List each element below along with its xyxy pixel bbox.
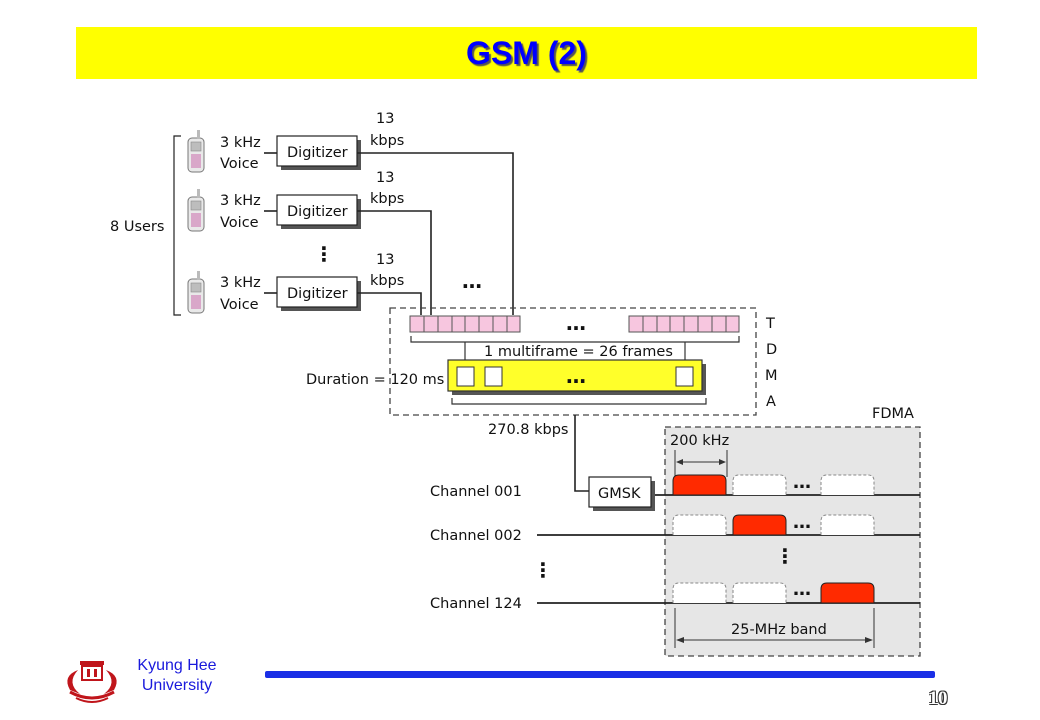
users-ellipsis: ⋮ [314,242,334,266]
frame-box [484,366,503,387]
digitizer-box [276,194,358,226]
channel-slot [820,474,875,495]
user-row: 3 kHz Voice Digitizer 13 kbps [187,170,432,315]
channel-label: Channel 001 [430,484,522,500]
phone-icon [187,129,205,173]
slot-group-left [409,315,521,333]
channel-slot [732,582,787,603]
channel-slot [732,474,787,495]
channel-slot [820,514,875,535]
phone-icon [187,188,205,232]
fdma-panel [664,426,921,657]
user-row: 3 kHz Voice Digitizer 13 kbps [187,252,422,315]
channels-ellipsis-left: ⋮ [533,558,553,582]
bandwidth-label: 200 kHz [670,433,729,449]
channel-slot [672,582,727,603]
digitizer-label: Digitizer [287,286,348,302]
channel-slot-active [732,514,787,536]
gmsk-box [588,476,652,508]
channel-ellipsis: … [793,472,811,493]
slot-group-right [628,315,740,333]
digitizer-label: Digitizer [287,204,348,220]
fdma-label: FDMA [872,406,914,422]
duration-label: Duration = 120 ms [306,372,444,388]
bit-rate-label: 270.8 kbps [488,422,568,438]
voice-frequency: 3 kHz [220,135,261,151]
tdma-output-line [574,415,589,492]
users-label: 8 Users [110,219,164,235]
frame-box [456,366,475,387]
voice-label: Voice [220,297,259,313]
channel-ellipsis: … [793,579,811,600]
phone-icon [187,270,205,314]
rate-unit: kbps [370,133,404,149]
band-label: 25-MHz band [731,622,827,638]
multiframe-label: 1 multiframe = 26 frames [484,344,673,360]
page-number: 10 [928,688,948,709]
rate-value: 13 [376,111,394,127]
university-logo [67,661,117,703]
slots-ellipsis: … [566,311,586,335]
users-bracket [173,135,181,316]
voice-label: Voice [220,215,259,231]
inputs-ellipsis: … [462,269,482,293]
channel-ellipsis: … [793,512,811,533]
tdma-letter: A [766,394,776,410]
channel-slot-active [820,582,875,604]
frames-ellipsis: … [566,364,586,388]
voice-frequency: 3 kHz [220,275,261,291]
channel-slot [672,514,727,535]
duration-bracket [451,398,707,405]
gmsk-label: GMSK [598,486,641,502]
channel-label: Channel 002 [430,528,522,544]
tdma-letter: M [765,368,778,384]
digitizer-box [276,276,358,308]
rate-value: 13 [376,170,394,186]
voice-label: Voice [220,156,259,172]
tdma-box [389,307,757,416]
channel-slot-active [672,474,727,496]
rate-value: 13 [376,252,394,268]
tdma-letter: T [765,316,775,332]
voice-frequency: 3 kHz [220,193,261,209]
tdma-letter: D [766,342,777,358]
slide-title: GSM (2) [466,35,587,71]
university-name: Kyung Hee University [137,657,217,694]
title-bar: GSM (2) [76,27,977,79]
multiframe-bracket [410,336,740,343]
frame-box [675,366,694,387]
footer-line [265,671,935,678]
channel-label: Channel 124 [430,596,522,612]
digitizer-label: Digitizer [287,145,348,161]
rate-unit: kbps [370,191,404,207]
rate-unit: kbps [370,273,404,289]
digitizer-box [276,135,358,167]
channels-ellipsis-right: ⋮ [775,544,795,568]
user-row: 3 kHz Voice Digitizer 13 kbps [187,111,514,315]
